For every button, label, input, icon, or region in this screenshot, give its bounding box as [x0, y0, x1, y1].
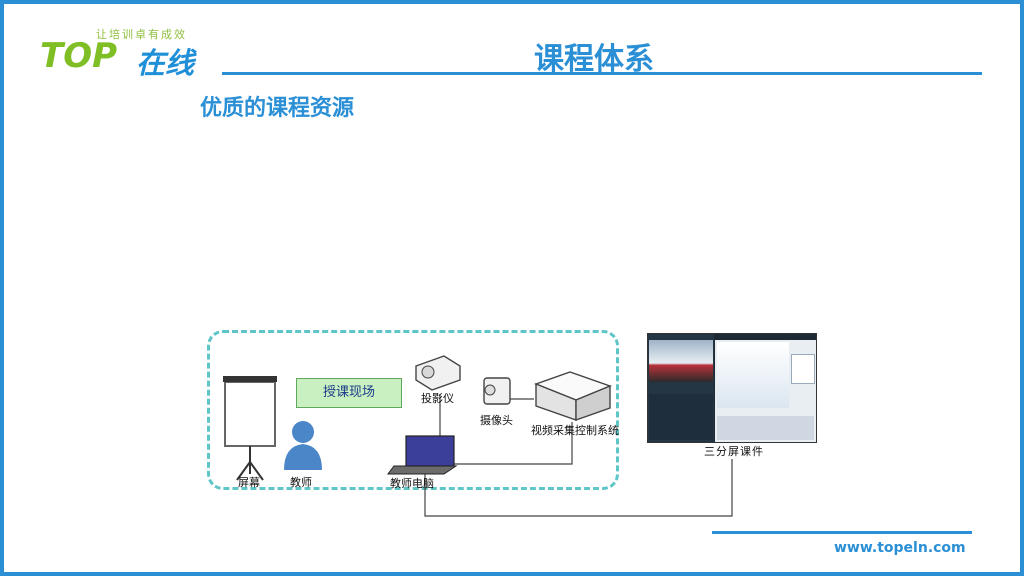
classroom-area [207, 330, 619, 490]
site-label-box: 授课现场 [296, 378, 402, 408]
projector-icon [415, 355, 461, 391]
courseware-screenshot [647, 333, 817, 443]
footer-url[interactable]: www.topeln.com [834, 540, 966, 556]
chapter-list [649, 394, 713, 440]
logo-zaixian-text: 在线 [136, 46, 195, 80]
diagram-drawing [223, 355, 733, 517]
capture-system-icon [534, 371, 612, 421]
projector-label: 投影仪 [421, 392, 454, 405]
capture-system-label: 视频采集控制系统 [531, 424, 619, 437]
camera-icon [483, 377, 511, 405]
teacher-pc-label: 教师电脑 [390, 477, 434, 490]
section-subtitle: 优质的课程资源 [200, 96, 355, 121]
logo-slogan: 让培训卓有成效 [96, 28, 187, 41]
menu-preview [791, 354, 815, 384]
pc-output-line [424, 459, 733, 517]
teacher-icon [284, 421, 322, 470]
projection-screen-icon [223, 376, 277, 481]
thumbnail-strip [717, 416, 814, 440]
pc-capture-line [444, 422, 573, 465]
title-divider [222, 72, 982, 75]
laptop-icon [387, 435, 458, 475]
slide-pane [715, 340, 816, 442]
camera-label: 摄像头 [480, 414, 513, 427]
video-frame [649, 340, 713, 382]
page-title: 课程体系 [534, 42, 654, 77]
logo-top-text: TOP [40, 36, 118, 76]
courseware-caption: 三分屏课件 [704, 445, 764, 458]
slide-preview [717, 342, 789, 408]
video-pane [648, 334, 714, 442]
screen-label: 屏幕 [238, 476, 260, 489]
footer-divider [712, 531, 972, 534]
teacher-label: 教师 [290, 476, 312, 489]
